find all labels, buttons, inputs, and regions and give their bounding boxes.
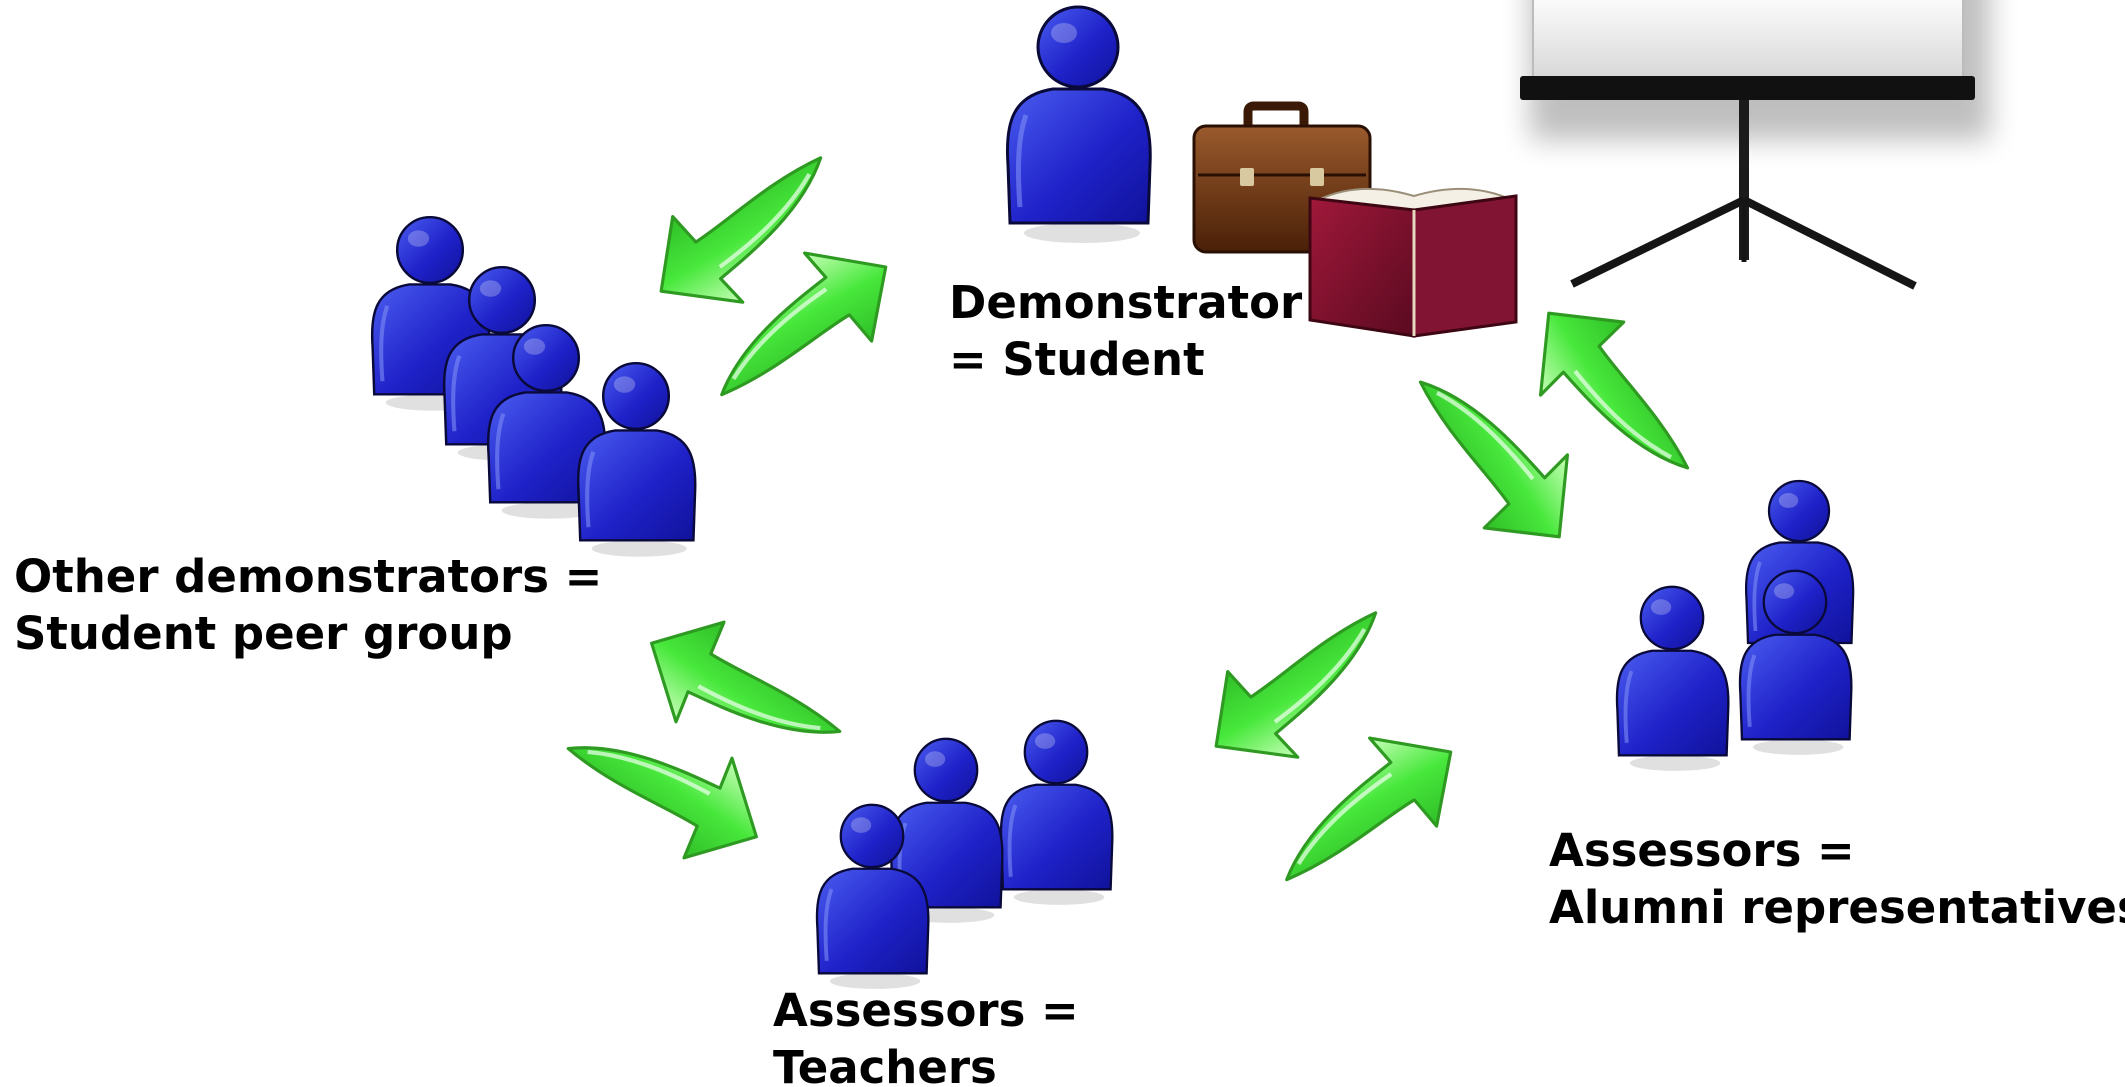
alumni-assessors-label-line2: Alumni representatives bbox=[1549, 881, 2125, 934]
person-icon bbox=[578, 363, 695, 557]
demonstrator-label-line1: Demonstrator bbox=[949, 276, 1303, 329]
curved-arrow-icon bbox=[1246, 707, 1478, 900]
peer-group-label-line2: Student peer group bbox=[14, 607, 513, 660]
peer-group-label: Other demonstrators = Student peer group bbox=[14, 548, 602, 662]
person-icon bbox=[999, 718, 1115, 907]
teacher-assessors-label-line2: Teachers bbox=[773, 1041, 997, 1087]
teacher-assessors-label-line1: Assessors = bbox=[773, 984, 1079, 1037]
curved-arrow-icon bbox=[1187, 593, 1419, 790]
person-icon bbox=[1615, 584, 1731, 773]
demonstrator-label-line2: = Student bbox=[949, 333, 1205, 386]
open-book-icon bbox=[1308, 187, 1518, 338]
alumni-assessors-label: Assessors = Alumni representatives bbox=[1549, 822, 2125, 936]
teacher-assessors-label: Assessors = Teachers bbox=[773, 982, 1079, 1087]
alumni-assessors-label-line1: Assessors = bbox=[1549, 824, 1855, 877]
projector-screen-icon bbox=[1520, 0, 1990, 290]
peer-group-label-line1: Other demonstrators = bbox=[14, 550, 603, 603]
demonstrator-label: Demonstrator = Student bbox=[949, 274, 1302, 388]
person-icon bbox=[1007, 7, 1150, 243]
